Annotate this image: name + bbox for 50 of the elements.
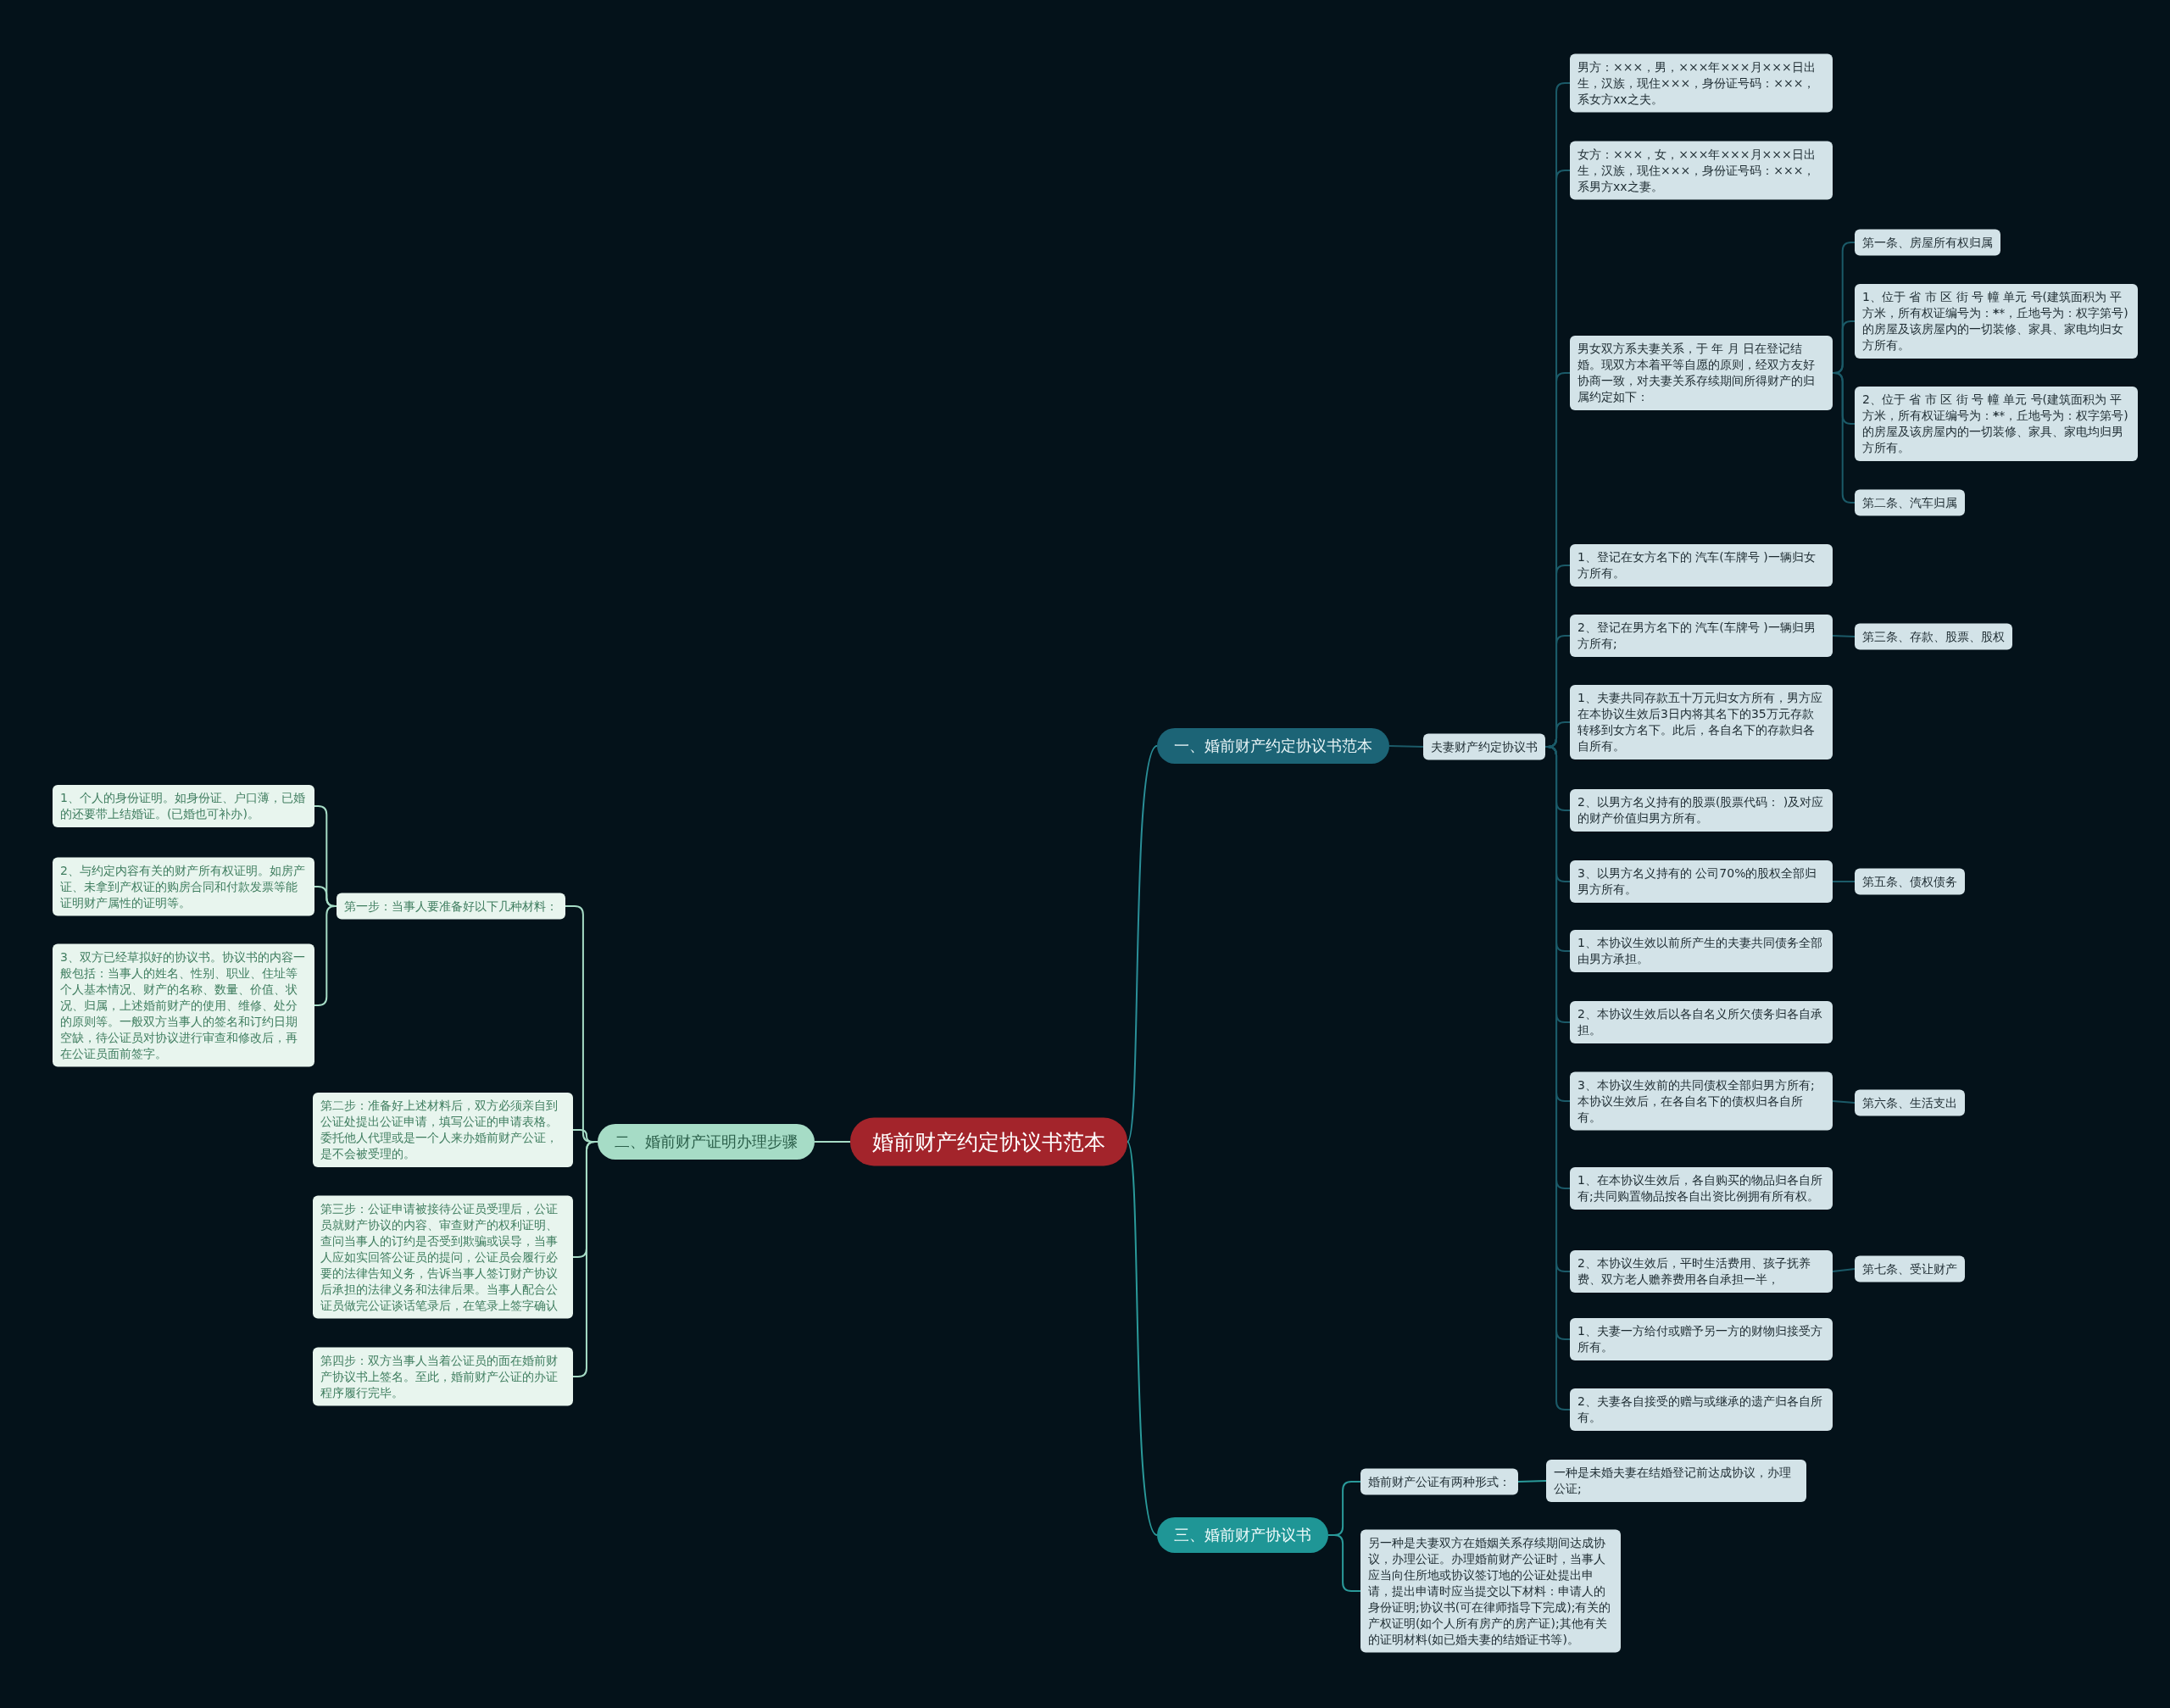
- connector-line: [814, 1141, 851, 1143]
- subtopic-card: 男女双方系夫妻关系，于 年 月 日在登记结婚。现双方本着平等自愿的原则，经双方友好协商一致，对夫妻关系存续期间所得财产的归属约定如下：: [1570, 336, 1833, 410]
- subtopic-card: 第三条、存款、股票、股权: [1855, 623, 2012, 650]
- subtopic-card: 2、以男方名义持有的股票(股票代码： )及对应的财产价值归男方所有。: [1570, 789, 1833, 832]
- subtopic-card: 女方：×××，女，×××年×××月×××日出生，汉族，现住×××，身份证号码：×××，系男方xx之妻。: [1570, 141, 1833, 200]
- connector-line: [1127, 745, 1158, 1143]
- connector-line: [1127, 1141, 1158, 1536]
- connector-line: [1832, 881, 1856, 882]
- connector-line: [1832, 372, 1856, 503]
- connector-line: [1327, 1534, 1361, 1592]
- connector-line: [1388, 745, 1424, 748]
- connector-line: [1517, 1480, 1547, 1483]
- subtopic-card: 1、本协议生效以前所产生的夫妻共同债务全部由男方承担。: [1570, 930, 1833, 972]
- connector-line: [1832, 1100, 1856, 1104]
- subtopic-card: 2、夫妻各自接受的赠与或继承的遗产归各自所有。: [1570, 1388, 1833, 1431]
- subtopic-card: 1、位于 省 市 区 街 号 幢 单元 号(建筑面积为 平方米，所有权证编号为：**，丘地号为：权字第号)的房屋及该房屋内的一切装修、家具、家电均归女方所有。: [1855, 284, 2138, 359]
- subtopic-card: 第一步：当事人要准备好以下几种材料：: [337, 893, 565, 920]
- subtopic-card: 1、夫妻一方给付或赠予另一方的财物归接受方所有。: [1570, 1318, 1833, 1360]
- subtopic-card: 另一种是夫妻双方在婚姻关系存续期间达成协议，办理公证。办理婚前财产公证时，当事人应当向住所地或协议签订地的公证处提出申请，提出申请时应当提交以下材料：申请人的身份证明;协议书(可在律师指导下完成);有关的产权证明(如个人所有房产的房产证);其他有关的证明材料(如已婚夫妻的结婚证书等)。: [1360, 1529, 1621, 1653]
- connector-line: [314, 905, 337, 1006]
- branch-topic: 二、婚前财产证明办理步骤: [598, 1124, 815, 1160]
- subtopic-card: 1、登记在女方名下的 汽车(车牌号 )一辆归女方所有。: [1570, 544, 1833, 587]
- subtopic-card: 2、本协议生效后以各自名义所欠债务归各自承担。: [1570, 1001, 1833, 1043]
- subtopic-card: 3、本协议生效前的共同债权全部归男方所有;本协议生效后，在各自名下的债权归各自所有。: [1570, 1071, 1833, 1131]
- connector-line: [1832, 1268, 1856, 1272]
- subtopic-card: 夫妻财产约定协议书: [1423, 733, 1545, 760]
- subtopic-card: 第三步：公证申请被接待公证员受理后，公证员就财产协议的内容、审查财产的权利证明、查问当事人的订约是否受到欺骗或误导，当事人应如实回答公证员的提问，公证员会履行必要的法律告知义务，告诉当事人签订财产协议后承担的法律义务和法律后果。当事人配合公证员做完公证谈话笔录后，在笔录上签字确认: [313, 1195, 573, 1319]
- subtopic-card: 第五条、债权债务: [1855, 868, 1965, 895]
- branch-topic: 三、婚前财产协议书: [1157, 1517, 1328, 1553]
- subtopic-card: 男方：×××，男，×××年×××月×××日出生，汉族，现住×××，身份证号码：×××，系女方xx之夫。: [1570, 53, 1833, 113]
- subtopic-card: 1、夫妻共同存款五十万元归女方所有，男方应在本协议生效后3日内将其名下的35万元存款转移到女方名下。此后，各自名下的存款归各自所有。: [1570, 685, 1833, 759]
- subtopic-card: 婚前财产公证有两种形式：: [1360, 1468, 1518, 1495]
- subtopic-card: 第七条、受让财产: [1855, 1255, 1965, 1282]
- subtopic-card: 1、个人的身份证明。如身份证、户口薄，已婚的还要带上结婚证。(已婚也可补办)。: [53, 785, 314, 827]
- subtopic-card: 3、以男方名义持有的 公司70%的股权全部归男方所有。: [1570, 860, 1833, 903]
- central-topic: 婚前财产约定协议书范本: [850, 1117, 1127, 1166]
- subtopic-card: 2、登记在男方名下的 汽车(车牌号 )一辆归男方所有;: [1570, 615, 1833, 657]
- subtopic-card: 2、与约定内容有关的财产所有权证明。如房产证、未拿到产权证的购房合同和付款发票等能证明财产属性的证明等。: [53, 857, 314, 916]
- subtopic-card: 一种是未婚夫妻在结婚登记前达成协议，办理公证;: [1546, 1460, 1806, 1502]
- subtopic-card: 3、双方已经草拟好的协议书。协议书的内容一般包括：当事人的姓名、性别、职业、住址等个人基本情况、财产的名称、数量、价值、状况、归属，上述婚前财产的使用、维修、处分的原则等。一般双方当事人的签名和订约日期空缺，待公证员对协议进行审查和修改后，再在公证员面前签字。: [53, 943, 314, 1067]
- subtopic-card: 第二条、汽车归属: [1855, 489, 1965, 516]
- branch-topic: 一、婚前财产约定协议书范本: [1157, 728, 1389, 764]
- subtopic-card: 第六条、生活支出: [1855, 1089, 1965, 1116]
- subtopic-card: 1、在本协议生效后，各自购买的物品归各自所有;共同购置物品按各自出资比例拥有所有权。: [1570, 1167, 1833, 1210]
- subtopic-card: 第二步：准备好上述材料后，双方必须亲自到公证处提出公证申请，填写公证的申请表格。委托他人代理或是一个人来办婚前财产公证，是不会被受理的。: [313, 1093, 573, 1167]
- subtopic-card: 第一条、房屋所有权归属: [1855, 229, 2000, 256]
- subtopic-card: 2、位于 省 市 区 街 号 幢 单元 号(建筑面积为 平方米，所有权证编号为：**，丘地号为：权字第号)的房屋及该房屋内的一切装修、家具、家电均归男方所有。: [1855, 387, 2138, 461]
- subtopic-card: 第四步：双方当事人当着公证员的面在婚前财产协议书上签名。至此，婚前财产公证的办证程序履行完毕。: [313, 1347, 573, 1406]
- connector-line: [1832, 635, 1856, 637]
- subtopic-card: 2、本协议生效后，平时生活费用、孩子抚养费、双方老人赡养费用各自承担一半，: [1570, 1250, 1833, 1293]
